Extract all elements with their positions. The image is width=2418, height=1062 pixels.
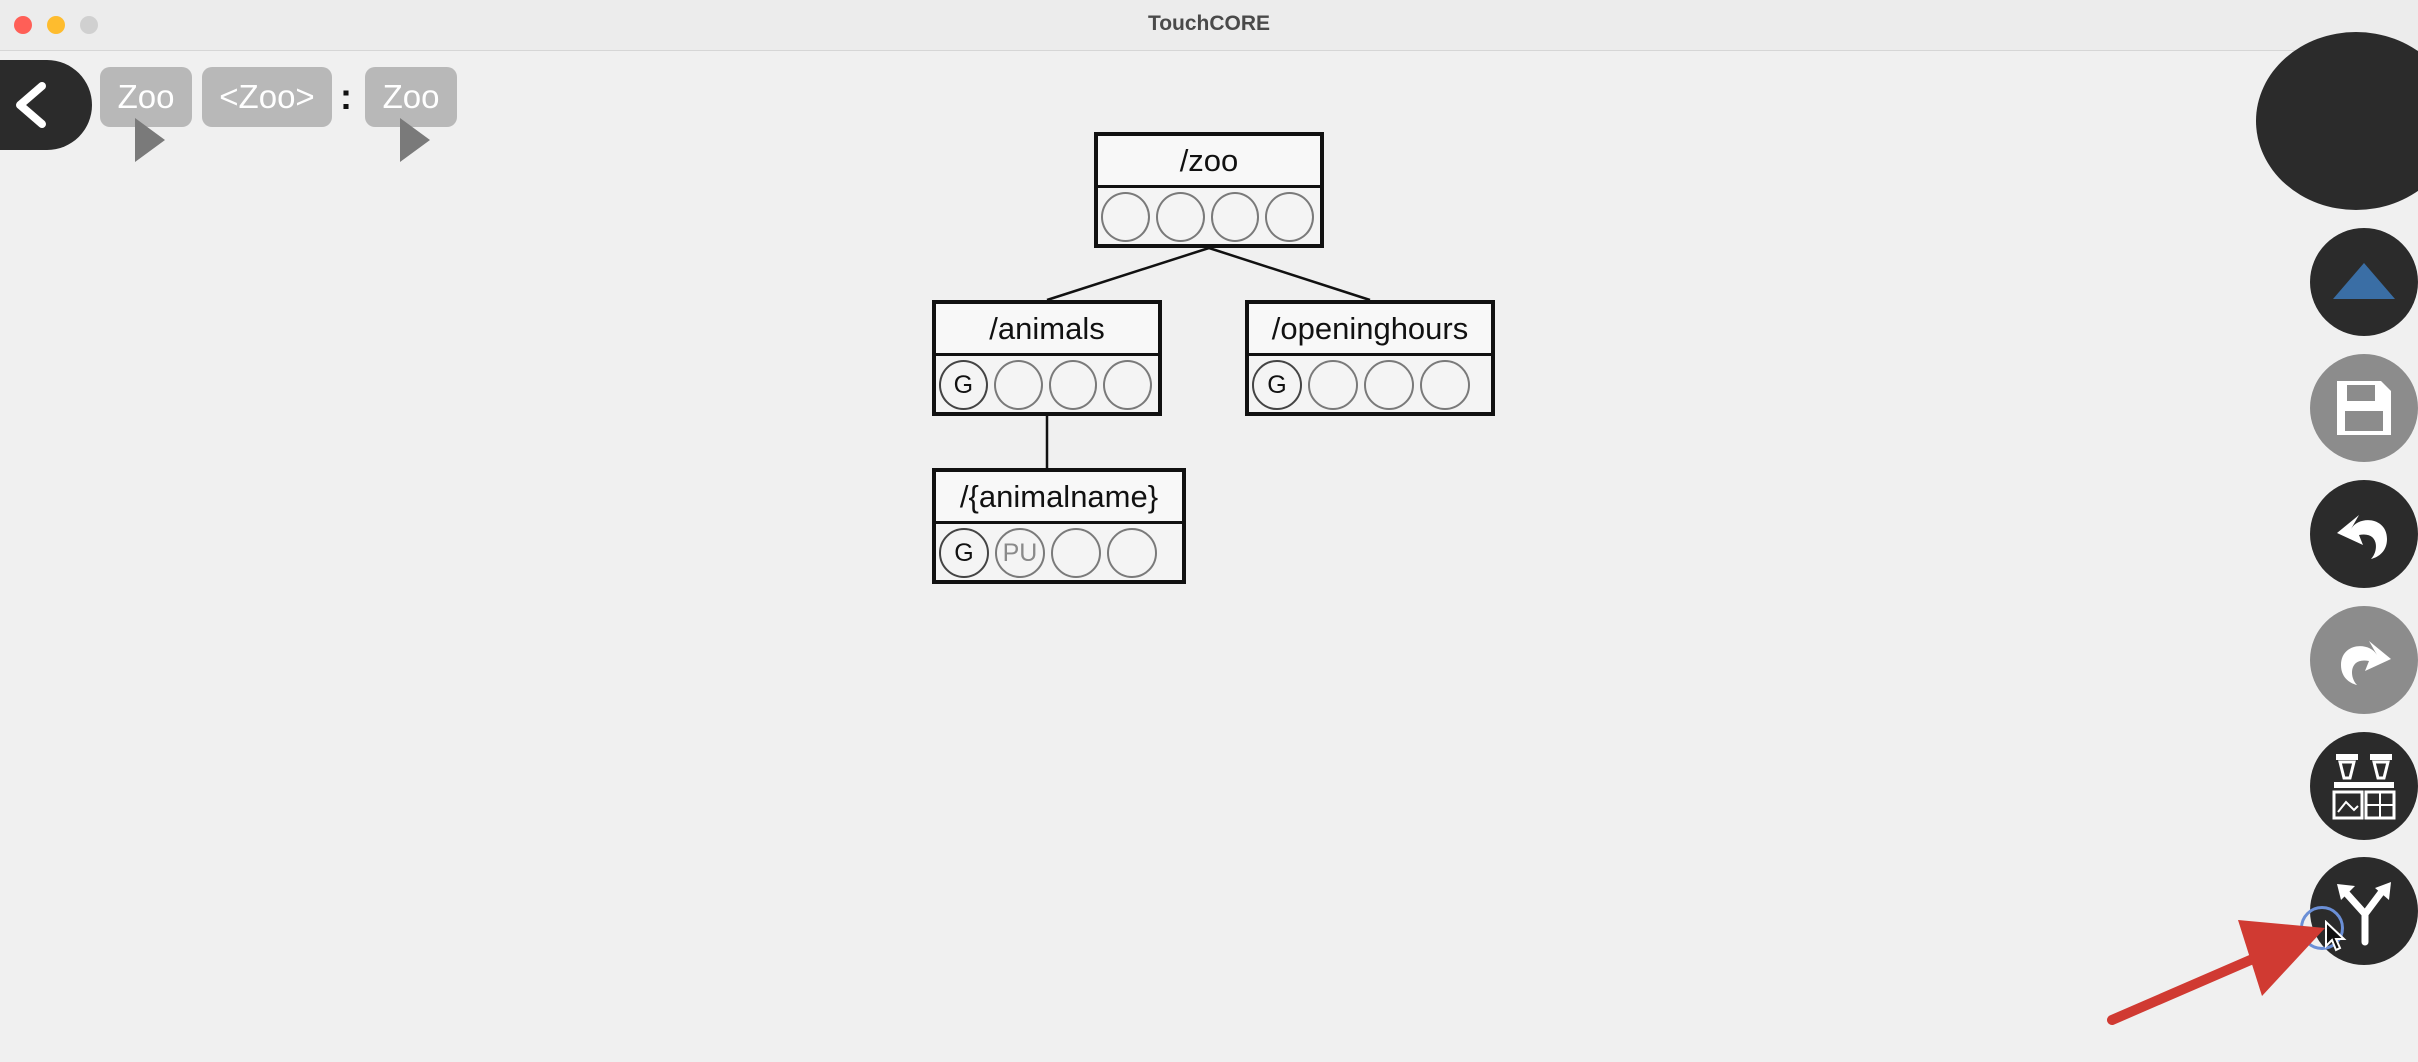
- triangle-up-icon: [2333, 263, 2395, 299]
- resource-method-slots: G: [1249, 356, 1491, 414]
- expand-arrow-icon[interactable]: [135, 118, 165, 162]
- method-put[interactable]: PU: [995, 528, 1045, 578]
- method-get[interactable]: G: [939, 528, 989, 578]
- mouse-pointer-icon: [2325, 920, 2347, 952]
- method-slot[interactable]: [1420, 360, 1470, 410]
- method-slot[interactable]: [1308, 360, 1358, 410]
- resource-node-animals[interactable]: /animals G: [932, 300, 1162, 416]
- breadcrumb-separator: :: [340, 76, 352, 117]
- title-bar: TouchCORE: [0, 0, 2418, 51]
- method-slot[interactable]: [1155, 192, 1205, 242]
- menu-button[interactable]: [2256, 32, 2418, 210]
- resource-node-label: /openinghours: [1249, 304, 1491, 356]
- window-title: TouchCORE: [1147, 12, 1271, 35]
- resource-method-slots: [1098, 188, 1320, 246]
- breadcrumb-item-zoo[interactable]: Zoo: [100, 67, 192, 127]
- resource-node-label: /zoo: [1098, 136, 1320, 188]
- model-layout-icon: [2332, 754, 2396, 820]
- resource-node-zoo[interactable]: /zoo: [1094, 132, 1324, 248]
- method-slot[interactable]: [1048, 360, 1098, 410]
- model-layout-button[interactable]: [2310, 732, 2418, 840]
- breadcrumb-item-zoo-type[interactable]: <Zoo>: [202, 67, 332, 127]
- resource-method-slots: G PU: [936, 524, 1182, 582]
- collapse-button[interactable]: [2310, 228, 2418, 336]
- edge-zoo-openinghours: [1208, 246, 1371, 302]
- edge-zoo-animals: [1046, 246, 1210, 302]
- method-slot[interactable]: [1107, 528, 1157, 578]
- breadcrumb-item-zoo-model[interactable]: Zoo: [365, 67, 457, 127]
- method-slot[interactable]: [1364, 360, 1414, 410]
- resource-node-animalname[interactable]: /{animalname} G PU: [932, 468, 1186, 584]
- redo-button[interactable]: [2310, 606, 2418, 714]
- method-slot[interactable]: [993, 360, 1043, 410]
- method-slot[interactable]: [1210, 192, 1260, 242]
- undo-icon: [2337, 515, 2387, 559]
- method-slot[interactable]: [1051, 528, 1101, 578]
- maximize-window-button[interactable]: [80, 16, 98, 34]
- chevron-left-icon: [16, 82, 46, 128]
- method-slot[interactable]: [1101, 192, 1150, 242]
- back-button[interactable]: [0, 60, 92, 150]
- resource-method-slots: G: [936, 356, 1158, 414]
- method-slot[interactable]: [1265, 192, 1314, 242]
- save-button[interactable]: [2310, 354, 2418, 462]
- resource-node-label: /{animalname}: [936, 472, 1182, 524]
- method-get[interactable]: G: [939, 360, 988, 410]
- expand-arrow-icon[interactable]: [400, 118, 430, 162]
- undo-button[interactable]: [2310, 480, 2418, 588]
- floppy-disk-icon: [2337, 381, 2391, 435]
- minimize-window-button[interactable]: [47, 16, 65, 34]
- resource-node-openinghours[interactable]: /openinghours G: [1245, 300, 1495, 416]
- method-slot[interactable]: [1103, 360, 1152, 410]
- method-get[interactable]: G: [1252, 360, 1302, 410]
- close-window-button[interactable]: [14, 16, 32, 34]
- redo-icon: [2341, 641, 2391, 685]
- resource-node-label: /animals: [936, 304, 1158, 356]
- fork-arrow-icon: [2337, 882, 2391, 946]
